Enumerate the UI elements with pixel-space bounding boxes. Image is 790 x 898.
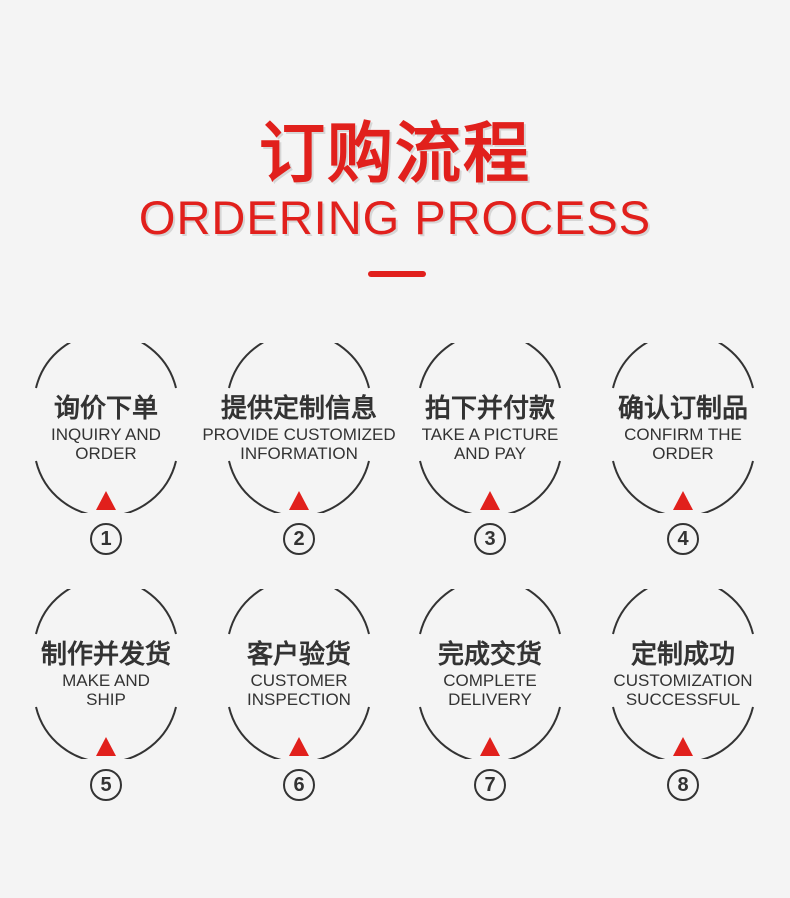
step-label-cn: 确认订制品 <box>617 394 748 424</box>
step-ring <box>228 343 370 513</box>
step-ring <box>35 589 177 759</box>
step-ring <box>419 343 561 513</box>
step-8: 定制成功 CUSTOMIZATION SUCCESSFUL 8 <box>583 589 783 809</box>
page-title-cn: 订购流程 <box>259 115 531 192</box>
step-label-en: CUSTOMER INSPECTION <box>247 671 351 709</box>
step-label-cn: 定制成功 <box>630 640 735 670</box>
step-ring <box>612 343 754 513</box>
step-label-cn: 完成交货 <box>437 640 542 670</box>
step-label-en: CUSTOMIZATION SUCCESSFUL <box>613 671 753 709</box>
title-divider <box>368 271 426 277</box>
step-label-cn: 拍下并付款 <box>424 394 555 424</box>
step-label-cn: 制作并发货 <box>40 640 171 670</box>
step-3: 拍下并付款 TAKE A PICTURE AND PAY 3 <box>390 343 590 563</box>
step-number: 7 <box>474 769 506 801</box>
step-label-en: COMPLETE DELIVERY <box>443 671 537 709</box>
step-label-en: PROVIDE CUSTOMIZED INFORMATION <box>202 425 396 463</box>
step-number: 4 <box>667 523 699 555</box>
step-number: 6 <box>283 769 315 801</box>
step-label-en: TAKE A PICTURE AND PAY <box>421 425 559 463</box>
step-number: 8 <box>667 769 699 801</box>
step-label-cn: 询价下单 <box>53 394 158 424</box>
step-ring <box>612 589 754 759</box>
step-5: 制作并发货 MAKE AND SHIP 5 <box>6 589 206 809</box>
page-title-en: ORDERING PROCESS <box>138 191 652 244</box>
step-label-cn: 客户验货 <box>246 640 351 670</box>
step-4: 确认订制品 CONFIRM THE ORDER 4 <box>583 343 783 563</box>
step-ring <box>35 343 177 513</box>
step-7: 完成交货 COMPLETE DELIVERY 7 <box>390 589 590 809</box>
step-number: 2 <box>283 523 315 555</box>
step-label-en: MAKE AND SHIP <box>62 671 150 709</box>
step-2: 提供定制信息 PROVIDE CUSTOMIZED INFORMATION 2 <box>199 343 399 563</box>
step-number: 1 <box>90 523 122 555</box>
step-1: 询价下单 INQUIRY AND ORDER 1 <box>6 343 206 563</box>
step-ring <box>228 589 370 759</box>
step-number: 5 <box>90 769 122 801</box>
step-label-en: CONFIRM THE ORDER <box>624 425 742 463</box>
step-6: 客户验货 CUSTOMER INSPECTION 6 <box>199 589 399 809</box>
step-ring <box>419 589 561 759</box>
step-label-cn: 提供定制信息 <box>220 394 377 424</box>
step-number: 3 <box>474 523 506 555</box>
step-label-en: INQUIRY AND ORDER <box>51 425 161 463</box>
